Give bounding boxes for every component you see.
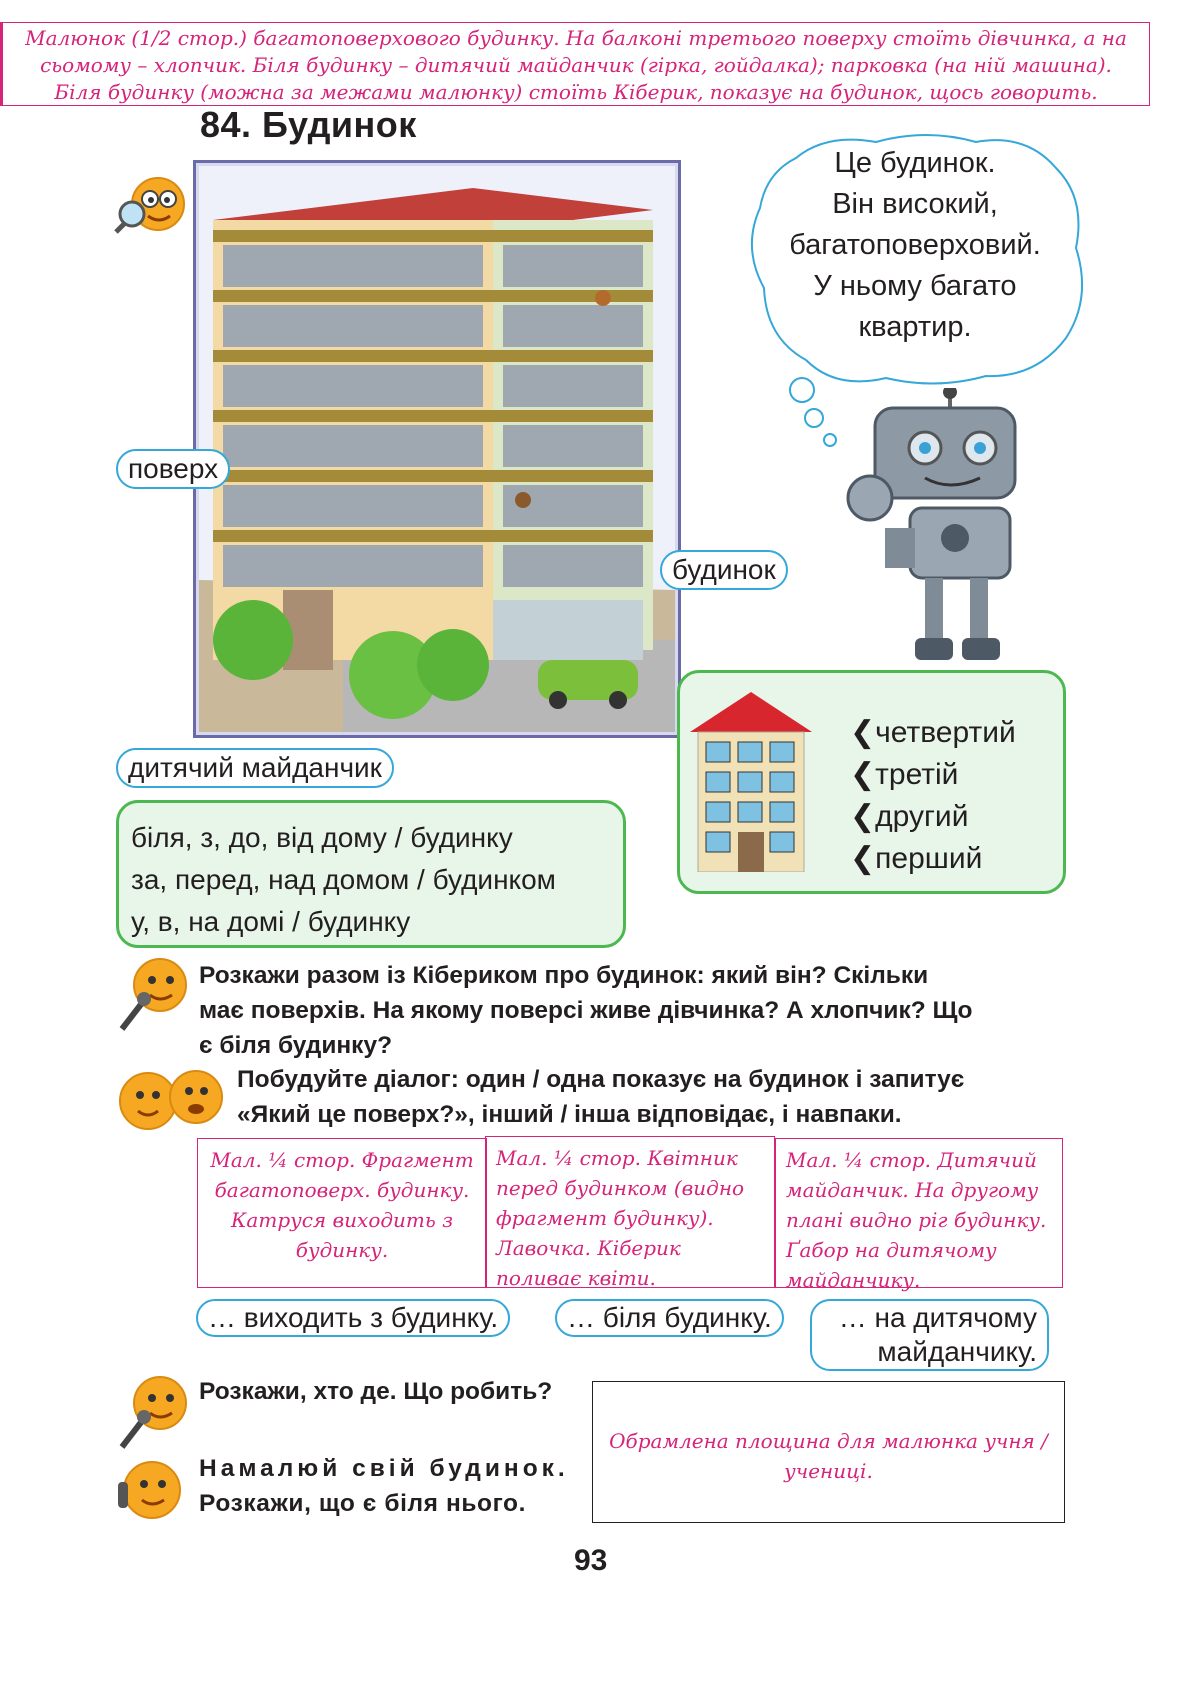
floor-item: ❮перший [850,842,983,875]
thought-line: У ньому багато [813,270,1017,302]
task-who-where: Розкажи, хто де. Що робить? [199,1378,553,1405]
drawing-area: Обрамлена площина для малюнка учня / уче… [592,1381,1065,1523]
caption-3: … на дитячому майданчику. [810,1299,1049,1371]
microphone-smiley-icon [119,1376,187,1449]
floor-item: ❮третій [850,758,959,791]
note-line: Біля будинку (можна за межами малюнку) с… [54,80,1098,104]
lesson-title: 84. Будинок [200,104,417,145]
magnifier-smiley-icon [114,177,185,234]
thought-line: Він високий, [832,188,998,220]
thought-bubble-text: Це будинок. Він високий, багатоповерхови… [750,143,1080,378]
picture-note-1: Мал. ¼ стор. Фрагмент багатоповерх. буди… [197,1138,487,1288]
thought-line: квартир. [858,311,972,343]
thought-line: Це будинок. [834,147,996,179]
prepositions-box: біля, з, до, від дому / будинку за, пере… [116,800,626,948]
note-line: Малюнок (1/2 стор.) багатоповерхового бу… [25,26,1127,50]
label-playground: дитячий майданчик [116,748,394,788]
prep-line: біля, з, до, від дому / будинку [131,822,513,853]
label-floor: поверх [116,449,231,489]
arrow-left-icon: ❮ [850,800,876,833]
small-building-icon [690,692,812,872]
thought-line: багатоповерховий. [789,229,1041,261]
microphone-smiley-icon [119,958,187,1031]
note-line: сьомому – хлопчик. Біля будинку – дитячи… [40,53,1112,77]
phone-smiley-icon [118,1461,181,1519]
illustration-note: Малюнок (1/2 стор.) багатоповерхового бу… [0,22,1150,106]
floor-list: ❮четвертий ❮третій ❮другий ❮перший [850,712,1016,880]
robot-kiberyk-icon [846,388,1017,660]
caption-1: … виходить з будинку. [196,1299,511,1337]
task-build-dialog: Побудуйте діалог: один / одна показує на… [237,1066,965,1128]
thought-bubble [751,134,1084,447]
task-tell-about-house: Розкажи разом із Кібериком про будинок: … [199,962,973,1059]
arrow-left-icon: ❮ [850,842,876,875]
floor-item: ❮четвертий [850,716,1016,749]
prep-line: за, перед, над домом / будинком [131,864,556,895]
dialog-smileys-icon [119,1070,223,1130]
prep-line: у, в, на домі / будинку [131,906,411,937]
arrow-left-icon: ❮ [850,758,876,791]
label-house: будинок [660,550,788,590]
picture-note-2: Мал. ¼ стор. Квітник перед будинком (вид… [485,1136,775,1290]
arrow-left-icon: ❮ [850,716,876,749]
floor-item: ❮другий [850,800,969,833]
page-number: 93 [574,1544,608,1577]
task-draw-house: Намалюй свій будинок. Розкажи, що є біля… [199,1455,569,1517]
building-illustration [193,160,681,738]
caption-2: … біля будинку. [555,1299,784,1337]
picture-note-3: Мал. ¼ стор. Дитячий майданчик. На друго… [775,1138,1063,1292]
